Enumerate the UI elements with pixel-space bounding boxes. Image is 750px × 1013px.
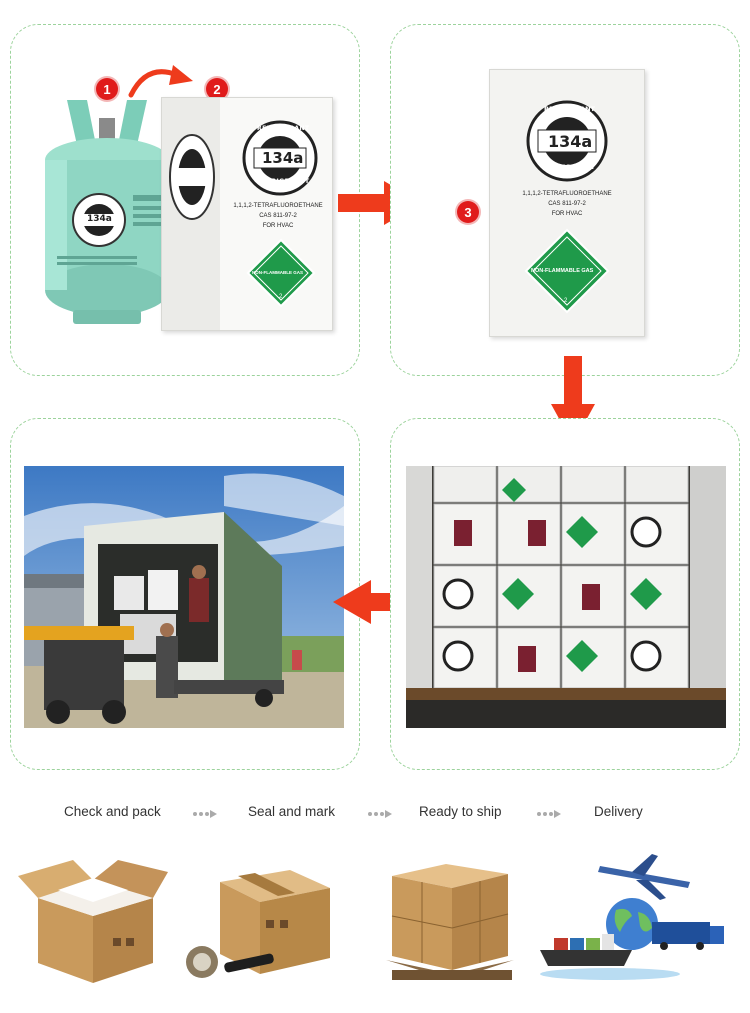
step-badge-2: 2 bbox=[206, 78, 228, 100]
step-badge-1: 1 bbox=[96, 78, 118, 100]
globe-transport-icon bbox=[540, 854, 724, 980]
sealed-box-brand-bottom: REFRIGERANT bbox=[544, 163, 595, 171]
panel-cylinder-and-box: 134a 1 2 134a REFRIGERANT REFRIGERANT 1,… bbox=[10, 24, 360, 376]
refrigerant-cylinder bbox=[45, 100, 169, 324]
curved-arrow-icon bbox=[128, 65, 193, 98]
dotted-arrow-icon bbox=[368, 810, 392, 818]
step-label-ready-to-ship: Ready to ship bbox=[419, 804, 502, 819]
sealed-box-hazard-label: NON-FLAMMABLE GAS bbox=[531, 268, 594, 274]
sealed-box-use: FOR HVAC bbox=[551, 211, 583, 217]
dotted-arrow-icon bbox=[537, 810, 561, 818]
container-loading-photo bbox=[24, 466, 344, 728]
box-front-brand-bottom: REFRIGERANT bbox=[257, 178, 310, 185]
sealed-box-brand-top: REFRIGERANT bbox=[544, 105, 595, 113]
sealed-refrigerant-box: 134a REFRIGERANT REFRIGERANT 1,1,1,2-TET… bbox=[489, 69, 645, 337]
panel-sealed-box: 3 134a REFRIGERANT REFRIGERANT 1,1,1,2-T… bbox=[390, 24, 740, 376]
box-cas-number: CAS 811-97-2 bbox=[259, 213, 297, 219]
hazard-label: NON-FLAMMABLE GAS bbox=[252, 270, 303, 275]
hazard-diamond-icon bbox=[246, 238, 316, 308]
stacked-boxes-photo bbox=[406, 466, 726, 728]
dotted-arrow-icon bbox=[193, 810, 217, 818]
hazard-class: 2 bbox=[279, 294, 283, 300]
step-label-check-and-pack: Check and pack bbox=[64, 804, 161, 819]
sealed-box-code: 134a bbox=[548, 132, 593, 151]
step-label-delivery: Delivery bbox=[594, 804, 643, 819]
sealed-box-chemical: 1,1,1,2-TETRAFLUOROETHANE bbox=[522, 191, 612, 197]
pallet-boxes-icon bbox=[386, 864, 514, 980]
refrigerant-box: 134a REFRIGERANT REFRIGERANT 1,1,1,2-TET… bbox=[161, 97, 333, 331]
sealed-box-cas: CAS 811-97-2 bbox=[548, 201, 586, 207]
box-side-logo-icon bbox=[169, 134, 215, 220]
box-front-code: 134a bbox=[262, 149, 304, 167]
box-chemical-name: 1,1,1,2-TETRAFLUOROETHANE bbox=[233, 203, 323, 209]
box-front-brand-top: REFRIGERANT bbox=[257, 125, 310, 132]
cylinder-code: 134a bbox=[87, 214, 112, 224]
open-box-icon bbox=[18, 860, 168, 983]
sealed-box-logo-icon bbox=[526, 100, 608, 182]
box-use: FOR HVAC bbox=[262, 223, 294, 229]
step-badge-3: 3 bbox=[457, 201, 479, 223]
sealed-box-hazard-class: 2 bbox=[564, 298, 568, 304]
step-label-seal-and-mark: Seal and mark bbox=[248, 804, 336, 819]
sealed-box-hazard-diamond-icon bbox=[524, 228, 610, 314]
sealed-box-icon bbox=[186, 870, 330, 978]
box-front-logo-icon bbox=[242, 120, 318, 196]
